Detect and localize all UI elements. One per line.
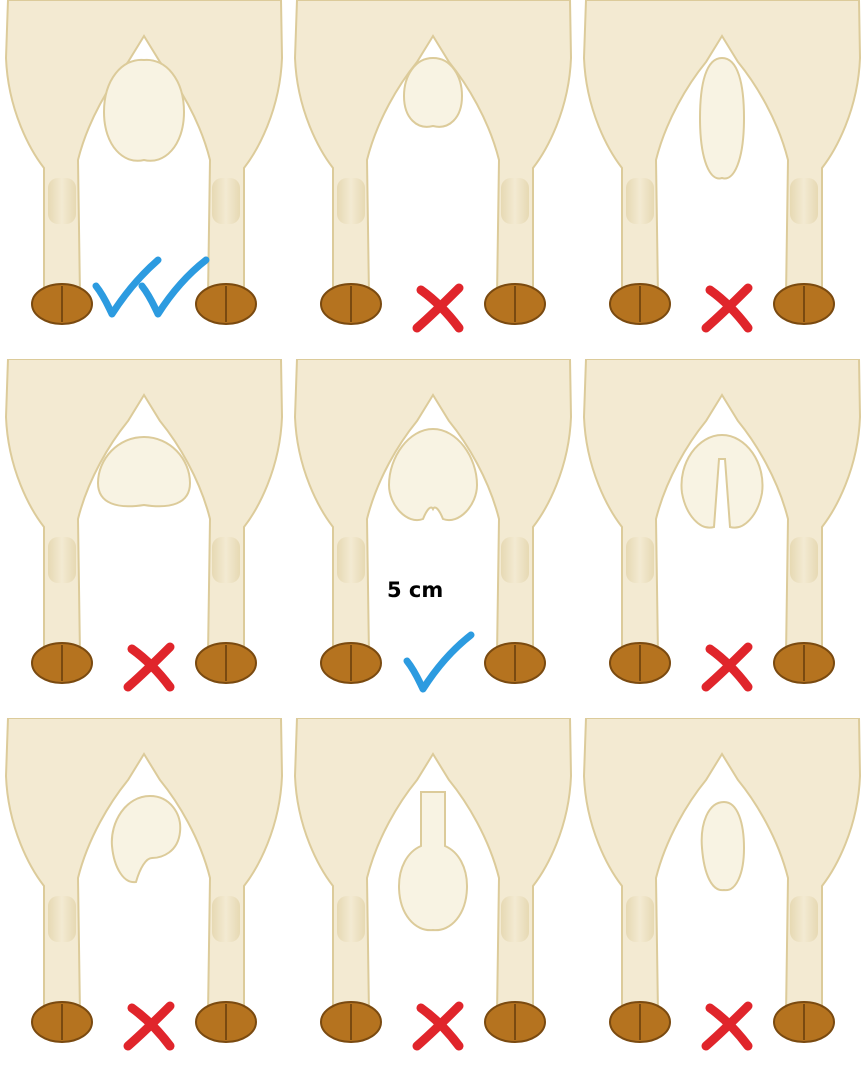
panel-r1c2 [289, 0, 578, 359]
measurement-label: 5 cm [387, 578, 443, 602]
scrotum-shape [702, 802, 744, 890]
panel-r3c3 [578, 718, 867, 1077]
panel-r3c1 [0, 718, 289, 1077]
cross-icon [112, 631, 232, 701]
cross-icon [690, 990, 810, 1060]
cross-icon [690, 272, 810, 342]
body-silhouette [6, 359, 282, 655]
panel-r1c1 [0, 0, 289, 359]
body-silhouette [584, 359, 860, 655]
panel-r2c2 [289, 359, 578, 718]
scrotum-shape [399, 792, 467, 930]
cross-icon [401, 272, 521, 342]
scrotum-shape [681, 435, 762, 528]
scrotum-shape [98, 437, 190, 506]
body-silhouette [6, 718, 282, 1014]
cross-icon [401, 990, 521, 1060]
panel-r1c3 [578, 0, 867, 359]
scrotum-shape [700, 58, 744, 178]
scrotum-shape [112, 796, 180, 882]
panel-r2c1 [0, 359, 289, 718]
cross-icon [690, 631, 810, 701]
cross-icon [112, 990, 232, 1060]
tick-icon [399, 627, 519, 697]
scrotum-shape [404, 58, 462, 127]
scrotum-shape [104, 60, 184, 161]
double-tick-icon [92, 250, 212, 320]
body-silhouette [295, 0, 571, 296]
panel-r2c3 [578, 359, 867, 718]
panel-r3c2 [289, 718, 578, 1077]
